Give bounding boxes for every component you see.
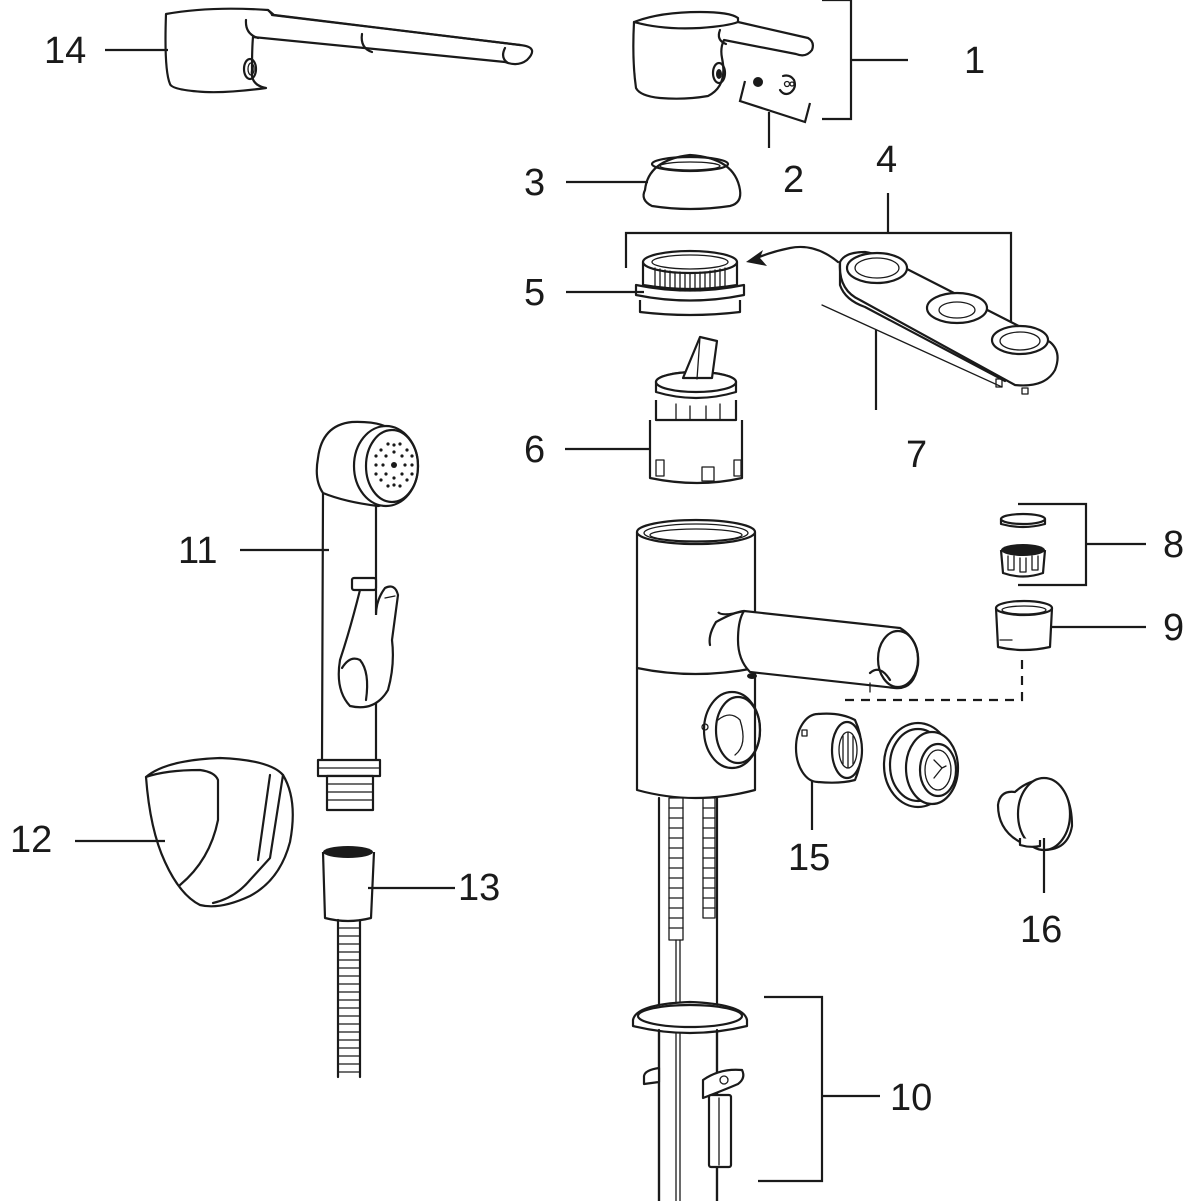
callout-5: 5 [524, 272, 545, 314]
part-14-long-lever-handle [164, 7, 534, 94]
callout-11: 11 [178, 530, 217, 572]
callout-16: 16 [1020, 909, 1062, 951]
diverter-spindle [882, 721, 960, 809]
part-7-service-wrench [821, 250, 1059, 395]
part-13-shower-hose [321, 846, 376, 1079]
callout-4: 4 [876, 139, 897, 181]
part-8-aerator-insert [999, 512, 1047, 578]
callout-2: 2 [783, 159, 804, 201]
bracket-1 [822, 0, 853, 121]
callout-12: 12 [10, 819, 52, 861]
part-9-aerator-housing [994, 599, 1054, 652]
callout-15: 15 [788, 837, 830, 879]
bracket-4 [624, 231, 1013, 328]
part-11-hand-shower [315, 420, 420, 812]
faucet-body [635, 518, 920, 1201]
part-5-retaining-nut [634, 249, 746, 317]
part-6-cartridge [648, 335, 744, 485]
part-15-diverter [794, 712, 864, 784]
callout-10: 10 [890, 1077, 932, 1119]
arrow-wrench-to-nut [750, 245, 840, 264]
callout-14: 14 [44, 30, 86, 72]
part-16-diverter-cap [996, 776, 1074, 852]
callout-7: 7 [906, 434, 927, 476]
assembly-path-dashed [840, 660, 1024, 702]
callout-6: 6 [524, 429, 545, 471]
part-10-mounting-kit [631, 1000, 749, 1201]
callout-13: 13 [458, 867, 500, 909]
part-3-dome-cover [642, 153, 742, 211]
part-2-screw-and-cap [738, 74, 812, 148]
callout-8: 8 [1163, 524, 1184, 566]
bracket-10 [758, 995, 824, 1183]
arrowhead-icon [746, 250, 767, 266]
callout-1: 1 [964, 40, 985, 82]
callout-3: 3 [524, 162, 545, 204]
part-1-lever-handle [632, 10, 814, 100]
callout-9: 9 [1163, 607, 1184, 649]
spray-holes [374, 442, 414, 488]
part-12-wall-holder [144, 756, 294, 908]
